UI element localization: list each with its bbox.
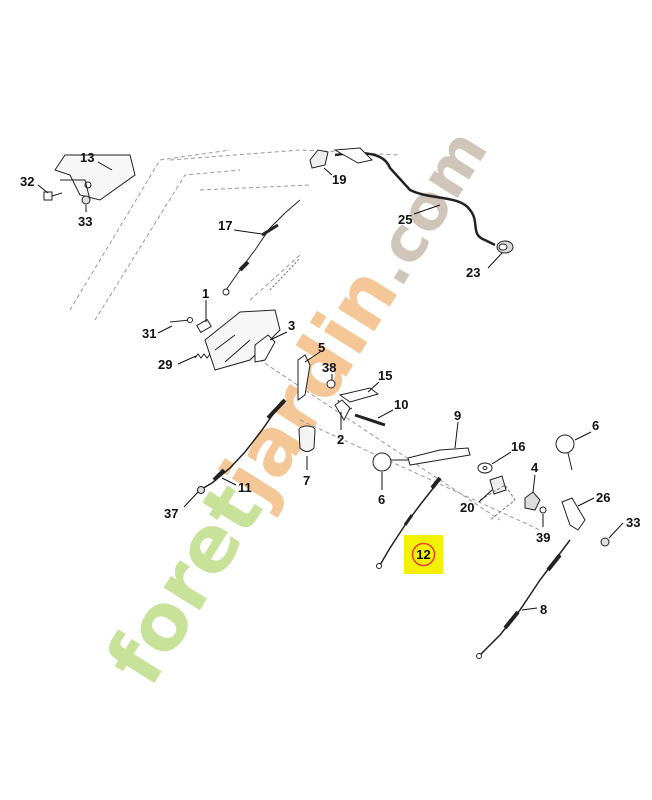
lever-plate	[204, 309, 281, 371]
part-33-nut	[81, 195, 91, 205]
part-25-rod	[333, 147, 496, 247]
callout-3: 3	[288, 318, 295, 333]
leader-lines	[37, 161, 624, 611]
highlight-12[interactable]: 12	[404, 535, 443, 574]
callout-8: 8	[540, 602, 547, 617]
callout-39: 39	[536, 530, 550, 545]
part-37-nut	[197, 486, 205, 494]
callout-20: 20	[460, 500, 474, 515]
part-5-arm	[297, 354, 311, 401]
part-12-cable	[376, 476, 442, 569]
part-39-spring	[539, 506, 547, 514]
part-13-bracket	[54, 154, 136, 201]
part-33-nut-right	[600, 537, 610, 547]
part-20-bushing	[479, 475, 516, 521]
callout-19: 19	[332, 172, 346, 187]
part-10-rod	[354, 413, 386, 427]
part-29-spring	[194, 353, 211, 359]
part-1-connector	[196, 318, 212, 334]
part-32-screw	[43, 191, 63, 201]
line-art	[37, 147, 624, 659]
callout-5: 5	[318, 340, 325, 355]
callout-37: 37	[164, 506, 178, 521]
callout-26: 26	[596, 490, 610, 505]
part-6-ball-right	[555, 434, 575, 471]
callout-38: 38	[322, 360, 336, 375]
part-26-lever	[561, 497, 586, 531]
part-17-cable	[222, 199, 301, 296]
callout-25: 25	[398, 212, 412, 227]
callout-32: 32	[20, 174, 34, 189]
callout-2: 2	[337, 432, 344, 447]
callout-17: 17	[218, 218, 232, 233]
callout-33: 33	[78, 214, 92, 229]
highlight-box	[404, 535, 443, 574]
callout-1: 1	[202, 286, 209, 301]
part-38-spring	[326, 379, 336, 389]
watermark-part-foret: foret	[90, 469, 281, 700]
part-16-washer	[477, 462, 493, 474]
part-11-cable	[199, 398, 287, 491]
part-19-clip	[309, 149, 329, 169]
callout-15: 15	[378, 368, 392, 383]
highlight-label: 12	[416, 547, 430, 562]
callout-6-left: 6	[378, 492, 385, 507]
part-4-pivot	[524, 491, 541, 511]
callout-9: 9	[454, 408, 461, 423]
callout-4: 4	[531, 460, 539, 475]
part-9-handle	[407, 447, 471, 466]
callout-16: 16	[511, 439, 525, 454]
part-7-knob	[298, 425, 316, 452]
part-6-ball-left	[372, 452, 408, 472]
callout-23: 23	[466, 265, 480, 280]
callout-7: 7	[303, 473, 310, 488]
part-8-cable	[476, 539, 571, 659]
callout-13: 13	[80, 150, 94, 165]
part-31-pin	[169, 317, 193, 323]
callouts: 13 32 33 19 25 17 23 1 31 3 29 5 38 15 1…	[20, 150, 640, 617]
callout-10: 10	[394, 397, 408, 412]
callout-31: 31	[142, 326, 156, 341]
part-23-bushing	[496, 240, 514, 254]
highlight-ring	[411, 542, 436, 567]
callout-11: 11	[238, 480, 252, 495]
callout-29: 29	[158, 357, 172, 372]
callout-33-right: 33	[626, 515, 640, 530]
part-3-lever	[254, 334, 276, 363]
callout-6-right: 6	[592, 418, 599, 433]
